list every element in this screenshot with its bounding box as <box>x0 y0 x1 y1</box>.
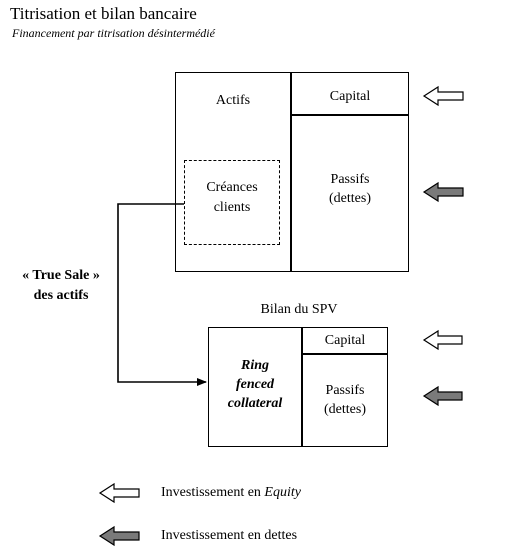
legend-equity-label: Investissement en Equity <box>161 484 301 502</box>
bank-liabilities-label-line2: (dettes) <box>329 191 371 206</box>
bank-capital-label: Capital <box>329 89 371 104</box>
diagram-subtitle: Financement par titrisation désintermédi… <box>12 26 215 40</box>
receivables-label-line1: Créances <box>206 180 258 195</box>
legend-debt-arrow-icon <box>98 525 140 547</box>
legend-equity-arrow-icon <box>98 482 140 504</box>
spv-debt-arrow-icon <box>422 385 463 407</box>
bank-balance-sheet <box>175 72 409 272</box>
ring-line2: fenced <box>235 377 275 392</box>
spv-equity-arrow-icon <box>422 329 463 351</box>
legend-equity-word: Equity <box>264 485 301 500</box>
true-sale-label: « True Sale » des actifs <box>6 266 116 306</box>
legend-equity-prefix: Investissement en <box>161 485 265 500</box>
spv-title: Bilan du SPV <box>260 302 338 317</box>
true-sale-line2: des actifs <box>33 288 89 303</box>
ring-line1: Ring <box>240 358 269 373</box>
true-sale-connector <box>117 203 207 386</box>
receivables-label-line2: clients <box>213 200 251 215</box>
bank-assets-label: Actifs <box>215 93 251 108</box>
ring-line3: collateral <box>227 396 283 411</box>
legend-debt-label: Investissement en dettes <box>161 528 298 543</box>
bank-divider-vertical <box>290 72 292 272</box>
diagram-title: Titrisation et bilan bancaire <box>10 4 197 23</box>
bank-liabilities-label-line1: Passifs <box>330 172 370 187</box>
spv-liabilities-label-line2: (dettes) <box>324 402 366 417</box>
spv-divider-vertical <box>301 327 303 447</box>
spv-liabilities-label-line1: Passifs <box>325 383 365 398</box>
bank-equity-arrow-icon <box>422 85 464 107</box>
receivables-box <box>184 160 280 245</box>
bank-divider-horizontal <box>290 114 409 116</box>
spv-divider-horizontal <box>301 353 388 355</box>
spv-capital-label: Capital <box>324 333 366 348</box>
ring-fenced-collateral-label: Ring fenced collateral <box>208 356 302 413</box>
spv-balance-sheet <box>208 327 388 447</box>
true-sale-line1: « True Sale » <box>22 268 100 283</box>
bank-debt-arrow-icon <box>422 181 464 203</box>
